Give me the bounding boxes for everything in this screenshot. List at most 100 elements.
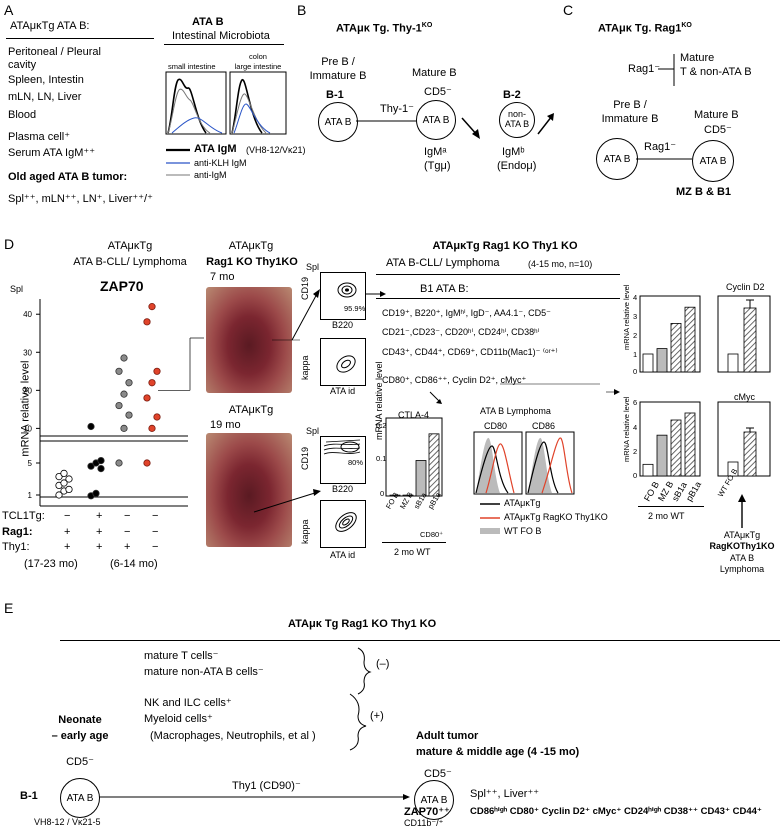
zap-point: [120, 390, 128, 398]
c-bottom: MZ B & B1: [676, 186, 731, 198]
cyc-tick-1: 1: [633, 350, 638, 359]
pct1: 95.9%: [344, 304, 366, 313]
bar: [670, 322, 682, 373]
zap-point: [97, 464, 105, 473]
mouse-photo-2: [206, 433, 292, 547]
e-neg1: mature T cells⁻: [144, 650, 219, 662]
e-pos2: Myeloid cells⁺: [144, 713, 213, 725]
c-matureb: Mature B: [694, 109, 739, 121]
ctla-title: CTLA-4: [398, 410, 430, 420]
zap-point: [87, 462, 95, 470]
divider: [376, 298, 620, 299]
twomo-wt: 2 mo WT: [648, 511, 685, 521]
v-tcl-1: −: [64, 510, 71, 522]
e-adult1: Adult tumor: [416, 730, 479, 742]
b-iga-sub: (Tgμ): [424, 160, 451, 172]
e-pos1: NK and ILC cells⁺: [144, 697, 232, 709]
d-spl: Spl: [10, 284, 24, 294]
e-adult2: mature & middle age (4 -15 mo): [416, 746, 580, 758]
zap-point: [143, 318, 151, 326]
ataid-label-1: ATA id: [330, 386, 356, 396]
zap-point: [125, 379, 133, 387]
photo2-title1: ATAμκTg: [228, 404, 274, 416]
v-tcl-4: −: [152, 510, 159, 522]
y-tick-label: 20: [23, 386, 32, 395]
bar: [642, 353, 654, 373]
bar: [389, 494, 401, 497]
zap-point: [87, 422, 95, 431]
divider: [376, 274, 620, 275]
zap-point: [148, 303, 156, 311]
ata-b-title: ATA B: [192, 16, 224, 28]
zap-point: [115, 459, 123, 467]
b-thy: Thy-1⁻: [380, 103, 414, 115]
zap-point: [148, 424, 156, 432]
v-thy-4: −: [152, 541, 159, 553]
hist2-label-colon: colon: [249, 52, 267, 61]
e-cd5: CD5⁻: [66, 756, 94, 768]
panel-a-header: ATAμκTg ATA B:: [10, 20, 90, 32]
b-igb-sub: (Endoμ): [497, 160, 537, 172]
age-2: (6-14 mo): [110, 558, 158, 570]
leg-black: ATAμκTg: [504, 498, 541, 508]
c-mature2: T & non-ATA B: [680, 66, 752, 78]
cyc-title: Cyclin D2: [726, 282, 765, 292]
zap-point: [55, 491, 63, 499]
panel-a-letter: A: [4, 2, 14, 18]
e-pos-sym: (+): [370, 710, 384, 722]
bar: [727, 461, 739, 477]
ctla-tick-02: 0.2: [376, 421, 387, 430]
b1-ata: B1 ATA B:: [420, 283, 469, 295]
y-tick-label: 5: [28, 459, 33, 468]
e-neg2: mature non-ATA B cells⁻: [144, 666, 264, 678]
rc-3: ATA B: [729, 553, 755, 563]
bar: [670, 419, 682, 477]
zap-point: [115, 367, 123, 375]
b-iga: IgMᵃ: [424, 146, 447, 158]
bar: [428, 433, 440, 497]
c-circle-ata-b-1: ATA B: [596, 138, 638, 180]
leg-red: ATAμκTg RagKO Thy1KO: [504, 512, 608, 522]
c-preb: Pre B /: [613, 99, 647, 111]
d-zap70: ZAP70: [100, 278, 144, 294]
c-circle-ata-b-2: ATA B: [692, 140, 734, 182]
photo1-title2: Rag1 KO Thy1KO: [206, 256, 298, 268]
v-rag-4: −: [152, 526, 159, 538]
e-circle-ata-b-adult: ATA B: [414, 780, 454, 820]
zap-point: [120, 424, 128, 432]
b220-label-1: B220: [332, 320, 354, 330]
rc-4: Lymphoma: [719, 564, 765, 574]
zap-point: [143, 394, 151, 402]
ctla-tick-0: 0: [380, 489, 385, 498]
age-1: (17-23 mo): [24, 558, 78, 570]
rt-title: ATAμκTg Rag1 KO Thy1 KO: [432, 240, 578, 252]
zap-point: [125, 411, 133, 419]
zap-point: [115, 401, 123, 410]
v-rag-2: +: [96, 526, 103, 538]
e-cd11-hidden: CD11b⁻/⁺: [404, 818, 444, 828]
ctla-twomo: 2 mo WT: [394, 547, 431, 557]
zap-point: [153, 413, 161, 421]
legend-anti-igm: anti-IgM: [194, 170, 227, 180]
intestinal-microbiota: Intestinal Microbiota: [172, 30, 270, 42]
b-preb: Pre B /: [321, 56, 355, 68]
row-plasma: Plasma cell⁺: [8, 131, 71, 143]
b-b1: B-1: [326, 89, 344, 101]
divider: [638, 506, 704, 507]
panel-c-letter: C: [563, 2, 574, 18]
ctla-tick-01: 0.1: [376, 454, 387, 463]
e-zap: ZAP70⁺⁺: [404, 806, 450, 818]
cyc-tick-4: 4: [633, 293, 638, 302]
zap-point: [60, 479, 68, 487]
markers-3: CD43⁺, CD44⁺, CD69⁺, CD11b(Mac1)⁻ ⁽ᵒʳ⁺⁾: [382, 347, 558, 357]
zap-point: [153, 367, 161, 375]
y-tick-label: 40: [23, 310, 32, 319]
facs-spl-1: Spl: [306, 262, 320, 272]
bar: [415, 460, 427, 497]
facs-spl-2: Spl: [306, 426, 320, 436]
